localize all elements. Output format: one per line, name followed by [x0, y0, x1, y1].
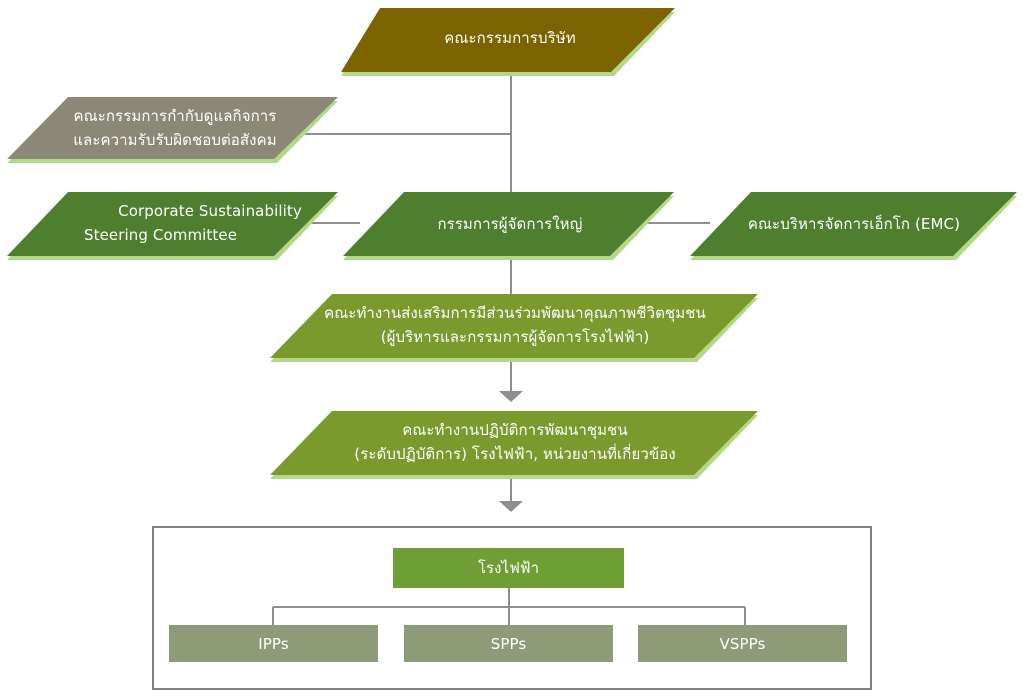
arrow-down-icon [499, 391, 523, 402]
connector-lines [272, 72, 746, 625]
ipps-shape [169, 625, 378, 662]
arrow-down-icon [499, 501, 523, 512]
board-label-line-1: คณะกรรมการบริษัท [444, 29, 576, 47]
governance-label: คณะกรรมการกำกับดูแลกิจการ และความรับรับผ… [40, 104, 310, 152]
csr-committee-label: Corporate Sustainability Steering Commit… [62, 199, 322, 247]
power-plant-label: โรงไฟฟ้า [393, 548, 624, 588]
operation-wg-shape [270, 411, 758, 475]
operation-wg-label: คณะทำงานปฏิบัติการพัฒนาชุมชน (ระดับปฏิบั… [300, 418, 730, 466]
governance-label-line-1: คณะกรรมการกำกับดูแลกิจการ [73, 107, 277, 125]
emc-label-line-1: คณะบริหารจัดการเอ็กโก (EMC) [747, 215, 961, 233]
president-shape [343, 192, 674, 256]
governance-label-line-2: และความรับรับผิดชอบต่อสังคม [73, 131, 277, 149]
governance-shape [7, 97, 338, 159]
csr-committee-label-line-2: Steering Committee [84, 226, 238, 244]
promotion-wg-label-line-2: (ผู้บริหารและกรรมการผู้จัดการโรงไฟฟ้า) [380, 328, 650, 346]
president-label-line-1: กรรมการผู้จัดการใหญ่ [437, 215, 583, 233]
vspps-label: VSPPs [638, 625, 847, 662]
operation-wg-label-line-1: คณะทำงานปฏิบัติการพัฒนาชุมชน [402, 421, 628, 439]
spps-label-line-1: SPPs [490, 634, 527, 653]
ipps-label: IPPs [169, 625, 378, 662]
board-shape [341, 8, 675, 72]
promotion-wg-label: คณะทำงานส่งเสริมการมีส่วนร่วมพัฒนาคุณภาพ… [300, 301, 730, 349]
csr-committee-shape [7, 192, 338, 256]
emc-label: คณะบริหารจัดการเอ็กโก (EMC) [722, 212, 986, 236]
promotion-wg-label-line-1: คณะทำงานส่งเสริมการมีส่วนร่วมพัฒนาคุณภาพ… [324, 304, 706, 322]
operation-wg-label-line-2: (ระดับปฏิบัติการ) โรงไฟฟ้า, หน่วยงานที่เ… [354, 445, 676, 463]
emc-shape [690, 192, 1017, 256]
vspps-shape [638, 625, 847, 662]
ipps-label-line-1: IPPs [258, 634, 289, 653]
power-plant-label-line-1: โรงไฟฟ้า [477, 559, 540, 577]
board-label: คณะกรรมการบริษัท [380, 26, 640, 50]
power-plant-shape [393, 548, 624, 588]
power-plant-frame [152, 526, 872, 690]
president-label: กรรมการผู้จัดการใหญ่ [380, 212, 640, 236]
node-shapes [7, 8, 1017, 475]
vspps-label-line-1: VSPPs [719, 634, 766, 653]
csr-committee-label-line-1: Corporate Sustainability [118, 202, 302, 220]
spps-shape [404, 625, 613, 662]
spps-label: SPPs [404, 625, 613, 662]
promotion-wg-shape [270, 294, 758, 358]
rect-nodes [169, 548, 847, 662]
